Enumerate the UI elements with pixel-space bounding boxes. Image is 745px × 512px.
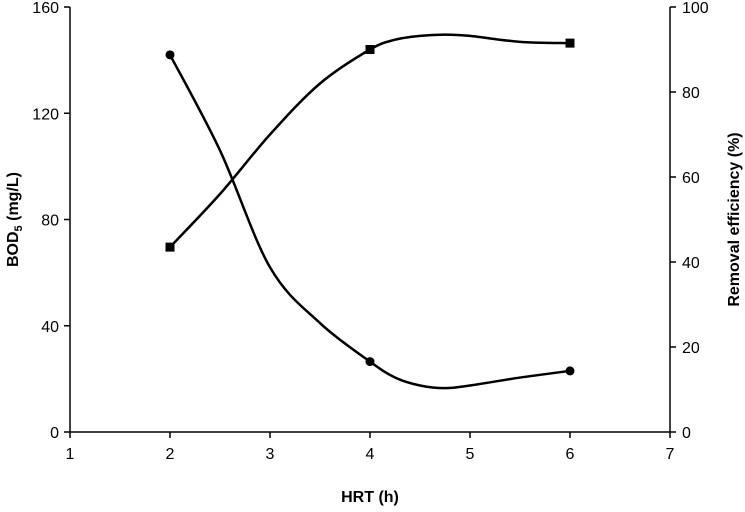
x-tick-label: 6 [566, 446, 575, 463]
series-line [168, 54, 571, 390]
y-right-tick-label: 40 [682, 255, 700, 272]
y-right-tick-label: 100 [682, 0, 709, 17]
y-right-tick-label: 0 [682, 425, 691, 442]
y-axis-left-title: BOD5 (mg/L) [5, 172, 25, 267]
y-left-tick-label: 0 [50, 425, 59, 442]
y-left-tick-label: 160 [32, 0, 59, 17]
series-removal-efficiency [165, 33, 575, 252]
x-tick-label: 2 [166, 446, 175, 463]
y-right-tick-label: 20 [682, 340, 700, 357]
y-right-tick-label: 80 [682, 85, 700, 102]
y-left-tick-label: 80 [41, 213, 59, 230]
y-axis-right-title: Removal efficiency (%) [726, 132, 743, 306]
series-bod5 [165, 50, 575, 390]
data-point-circle [565, 366, 575, 376]
y-axis-left-title-main: BOD [5, 231, 22, 267]
y-left-tick-label: 40 [41, 319, 59, 336]
data-point-circle [165, 50, 175, 60]
x-tick-label: 3 [266, 446, 275, 463]
y-left-tick-label: 120 [32, 106, 59, 123]
x-tick-label: 4 [366, 446, 375, 463]
data-point-square [165, 242, 175, 252]
y-axis-left-title-unit: (mg/L) [5, 172, 22, 225]
data-point-circle [365, 357, 375, 367]
y-right-tick-label: 60 [682, 170, 700, 187]
x-tick-label: 1 [66, 446, 75, 463]
axes [69, 7, 671, 433]
series [165, 33, 575, 390]
x-tick-label: 5 [466, 446, 475, 463]
y-axis-left-title-subscript: 5 [13, 225, 25, 231]
series-line [169, 33, 571, 248]
x-axis-title: HRT (h) [341, 489, 399, 506]
data-point-square [365, 45, 375, 54]
x-tick-label: 7 [666, 446, 675, 463]
data-point-square [565, 38, 575, 48]
